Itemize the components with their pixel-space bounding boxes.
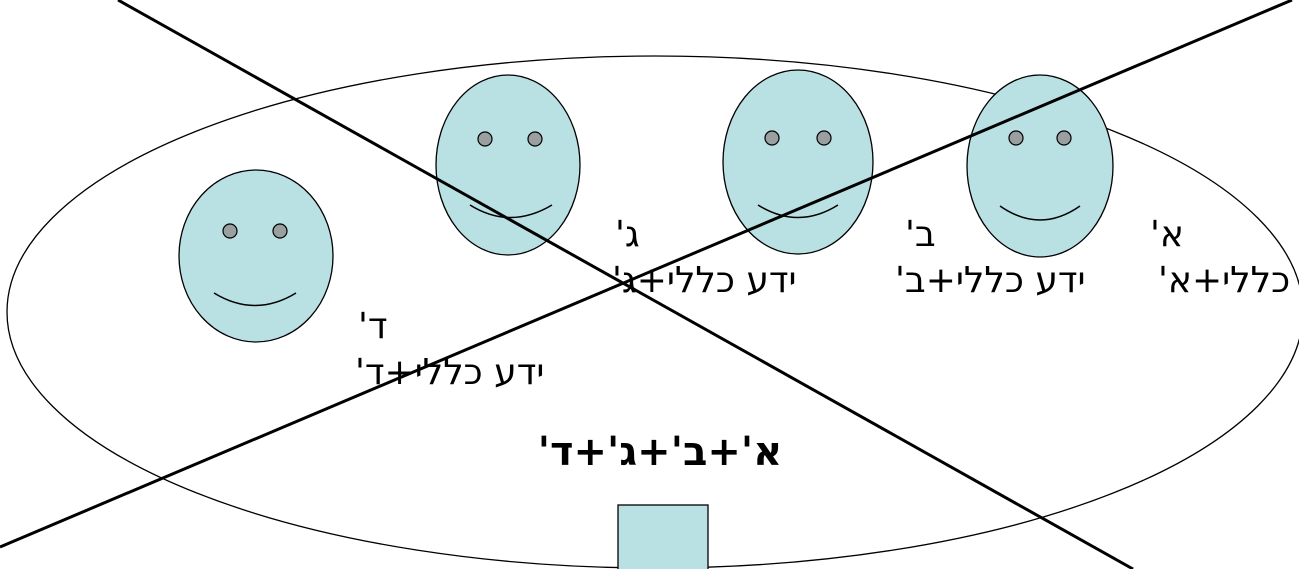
person-letter-4: ד'	[358, 306, 388, 347]
combined-output-box	[617, 504, 709, 569]
left-eye-2	[764, 130, 780, 146]
right-eye-2	[816, 130, 832, 146]
person-letter-2: ב'	[905, 214, 936, 255]
right-eye-3	[527, 131, 543, 147]
person-letter-1: א'	[1150, 214, 1184, 255]
combined-knowledge-label: א'+ב'+ג'+ד'	[538, 429, 782, 475]
smiley-face-2	[722, 69, 874, 255]
smile-4	[213, 292, 297, 307]
left-eye-4	[222, 223, 238, 239]
person-2: ב' ידע כללי+ב'	[722, 69, 1086, 301]
left-eye-1	[1008, 130, 1024, 146]
person-1: א' ידע כללי+א'	[966, 74, 1299, 301]
smile-2	[757, 204, 839, 219]
smiley-face-1	[966, 74, 1114, 258]
smile-1	[999, 205, 1081, 221]
smiley-face-4	[178, 169, 334, 343]
left-eye-3	[477, 131, 493, 147]
person-letter-3: ג'	[615, 214, 640, 255]
person-4: ד' ידע כללי+ד'	[178, 169, 544, 393]
person-knowledge-1: ידע כללי+א'	[1158, 260, 1299, 301]
cross-line-2	[0, 0, 1293, 549]
right-eye-1	[1056, 130, 1072, 146]
person-knowledge-4: ידע כללי+ד'	[355, 352, 544, 393]
person-knowledge-3: ידע כללי+ג'	[612, 260, 797, 301]
right-eye-4	[272, 223, 288, 239]
person-knowledge-2: ידע כללי+ב'	[895, 260, 1086, 301]
smile-3	[469, 204, 553, 219]
smiley-face-3	[435, 74, 581, 256]
cross-line-1	[117, 0, 1134, 569]
